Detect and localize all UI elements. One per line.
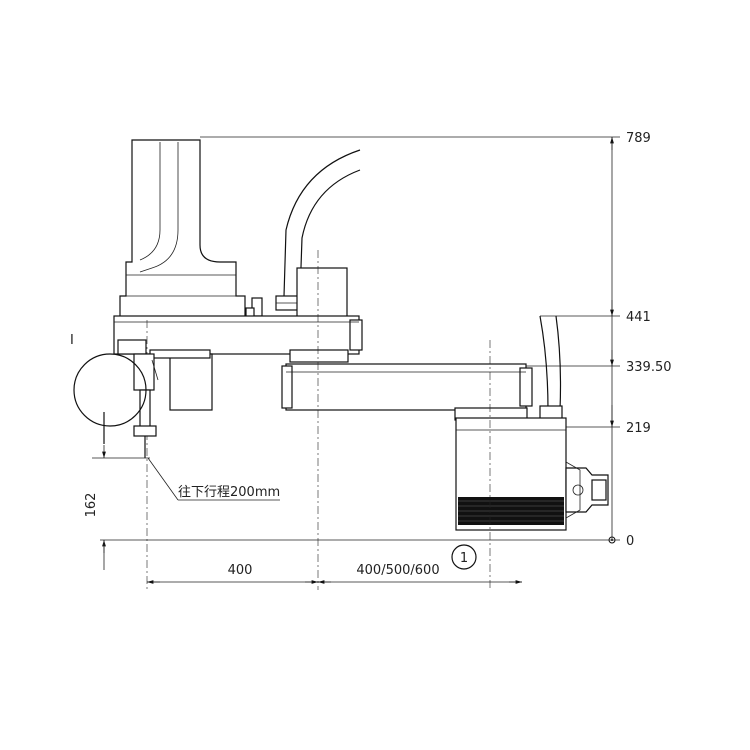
second-arm <box>281 363 533 421</box>
motor-housing <box>296 267 348 319</box>
connector <box>565 461 609 519</box>
height-789-label: 789 <box>626 131 651 146</box>
spindle-unit <box>455 417 567 531</box>
stroke-annotation: 往下行程200mm <box>178 485 280 500</box>
cable-tube-right <box>539 315 563 421</box>
note-circle-number: 1 <box>460 551 468 566</box>
detail-label: I <box>70 333 74 348</box>
note-circle <box>451 544 477 570</box>
annotation-leader <box>147 457 179 501</box>
height-339-label: 339.50 <box>626 360 672 375</box>
height-219-label: 219 <box>626 421 651 436</box>
height-0-label: 0 <box>626 534 634 549</box>
detail-circle <box>73 353 147 427</box>
joint-motor <box>169 353 213 411</box>
stroke-dimension <box>92 445 150 570</box>
joint-ring <box>149 349 211 359</box>
stroke-162-label: 162 <box>84 493 99 518</box>
height-dimension <box>100 136 620 544</box>
arm2-length-label: 400/500/600 <box>356 563 439 578</box>
height-441-label: 441 <box>626 310 651 325</box>
robot-base <box>119 139 246 319</box>
tool-quill <box>133 353 159 458</box>
arm1-length-label: 400 <box>228 563 253 578</box>
